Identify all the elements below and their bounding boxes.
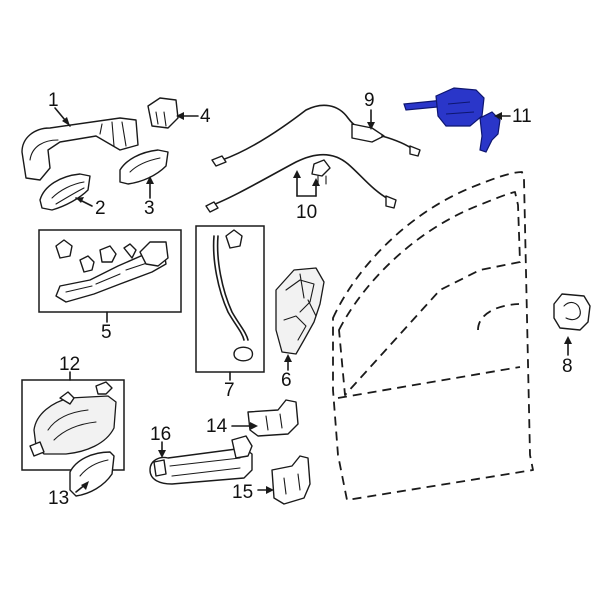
part-door-striker — [553, 293, 591, 331]
part-handle-bracket — [55, 239, 169, 303]
callout-1: 1 — [48, 90, 59, 111]
callout-12: 12 — [59, 354, 80, 375]
callout-2: 2 — [95, 198, 106, 219]
callout-5: 5 — [101, 322, 112, 343]
callout-15: 15 — [232, 482, 253, 503]
callout-11: 11 — [512, 106, 532, 127]
part-lock-rod — [212, 229, 254, 362]
part-outside-handle — [21, 117, 139, 181]
lock-cylinder-body — [435, 87, 485, 127]
callout-labels: 1 2 3 4 5 6 7 8 9 10 11 12 13 14 15 16 — [48, 90, 573, 509]
part-lower-hinge — [271, 455, 311, 505]
part-inside-handle-bezel — [69, 451, 115, 497]
leader-lines — [54, 107, 572, 494]
callout-10: 10 — [296, 202, 317, 223]
callout-7: 7 — [224, 380, 235, 401]
part-upper-hinge — [247, 399, 299, 437]
part-lock-cylinder-highlighted — [403, 87, 501, 153]
part-handle-cap — [119, 149, 169, 185]
callout-9: 9 — [364, 90, 375, 111]
callout-14: 14 — [206, 416, 228, 437]
door-outline — [332, 171, 534, 501]
callout-8: 8 — [562, 356, 573, 377]
part-handle-cover — [39, 173, 91, 211]
part-inside-handle — [29, 381, 117, 457]
part-cables — [205, 104, 421, 213]
callout-3: 3 — [144, 198, 155, 219]
lock-cylinder-key — [479, 111, 501, 153]
group-box-5 — [38, 229, 182, 313]
callout-13: 13 — [48, 488, 69, 509]
part-door-check — [149, 435, 253, 485]
part-door-latch — [275, 267, 325, 355]
callout-6: 6 — [281, 370, 292, 391]
callout-16: 16 — [150, 424, 171, 445]
callout-4: 4 — [200, 106, 211, 127]
part-cylinder-cover — [147, 97, 179, 129]
